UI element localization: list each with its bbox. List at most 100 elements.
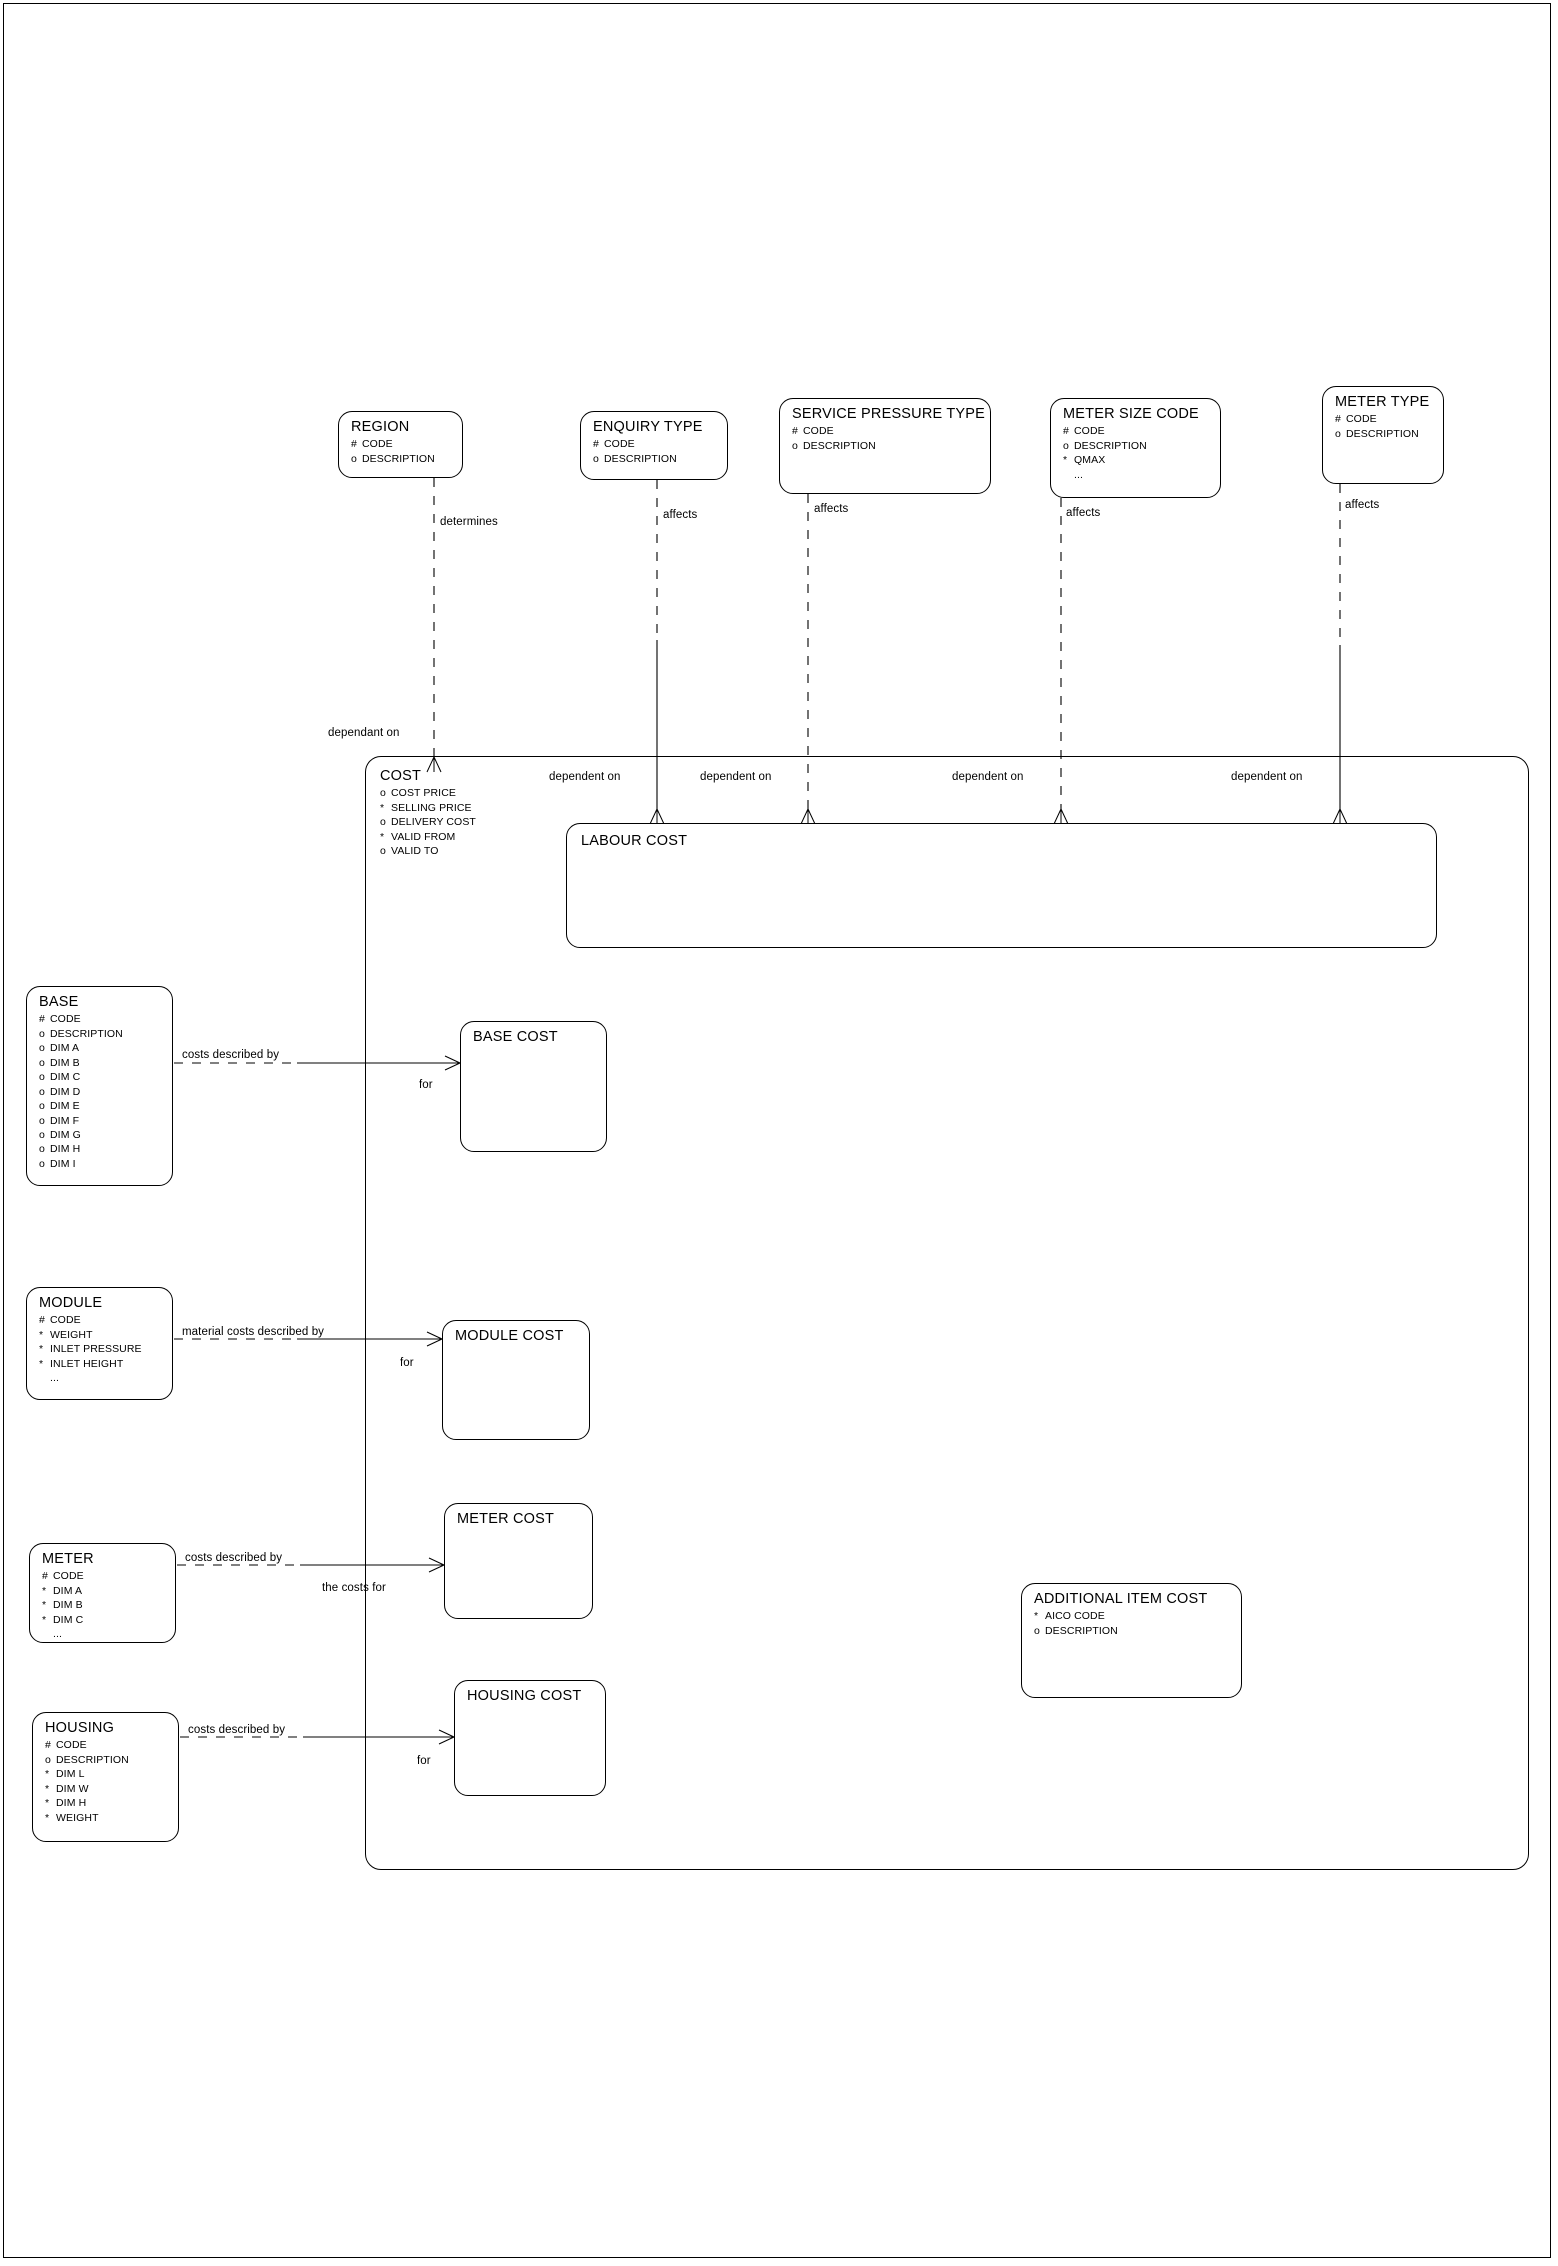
connector-module-module-cost xyxy=(174,1331,443,1347)
attribute-mark: * xyxy=(42,1584,47,1597)
rel-label-meter-costs-described-by: costs described by xyxy=(185,1552,283,1564)
rel-label-housing-for: for xyxy=(417,1755,431,1767)
entity-housing-cost[interactable]: HOUSING COST xyxy=(454,1680,606,1796)
entity-module[interactable]: MODULE #CODE *WEIGHT *INLET PRESSURE *IN… xyxy=(26,1287,173,1400)
attribute-row: *DIM L xyxy=(45,1767,168,1781)
attribute-row: #CODE xyxy=(39,1313,162,1327)
entity-name: METER xyxy=(42,1551,94,1567)
attribute-row: *DIM W xyxy=(45,1782,168,1796)
entity-labour-cost[interactable]: LABOUR COST xyxy=(566,823,1437,948)
rel-label-meter-size-code-affects: affects xyxy=(1066,507,1101,519)
attribute-label: DESCRIPTION xyxy=(1045,1624,1118,1637)
entity-name: HOUSING COST xyxy=(467,1688,582,1704)
attribute-row: ... xyxy=(42,1627,165,1641)
attribute-label: ... xyxy=(1074,468,1084,481)
attribute-label: CODE xyxy=(604,438,635,451)
entity-name: BASE COST xyxy=(473,1029,558,1045)
attribute-label: QMAX xyxy=(1074,454,1106,467)
attribute-mark: o xyxy=(351,452,357,465)
attribute-row: *WEIGHT xyxy=(45,1811,168,1825)
attribute-label: COST PRICE xyxy=(391,787,456,800)
attribute-label: DIM F xyxy=(50,1114,80,1127)
rel-label-enquiry-type-dependent-on: dependent on xyxy=(549,771,621,783)
attribute-mark: # xyxy=(39,1013,45,1026)
attribute-mark: # xyxy=(45,1739,51,1752)
attribute-label: DESCRIPTION xyxy=(803,439,876,452)
attribute-mark: # xyxy=(593,438,599,451)
attribute-mark: # xyxy=(1335,413,1341,426)
attribute-mark: o xyxy=(1335,427,1341,440)
attribute-mark: o xyxy=(39,1100,45,1113)
attribute-label: CODE xyxy=(50,1013,81,1026)
attribute-mark: * xyxy=(39,1328,44,1341)
entity-name: SERVICE PRESSURE TYPE xyxy=(792,406,986,422)
entity-base-cost[interactable]: BASE COST xyxy=(460,1021,607,1152)
attribute-row: *VALID FROM xyxy=(380,830,1528,844)
attribute-row: ... xyxy=(39,1371,162,1385)
attribute-label: INLET HEIGHT xyxy=(50,1357,124,1370)
attribute-label: SELLING PRICE xyxy=(391,801,472,814)
attribute-mark: * xyxy=(39,1343,44,1356)
attribute-mark: o xyxy=(39,1056,45,1069)
attribute-mark: * xyxy=(1034,1610,1039,1623)
attribute-mark: o xyxy=(39,1114,45,1127)
attribute-label: DIM H xyxy=(50,1143,81,1156)
entity-meter[interactable]: METER #CODE *DIM A *DIM B *DIM C ... xyxy=(29,1543,176,1643)
attribute-label: DIM W xyxy=(56,1782,89,1795)
attribute-label: DESCRIPTION xyxy=(56,1753,129,1766)
entity-module-cost[interactable]: MODULE COST xyxy=(442,1320,590,1440)
attribute-label: CODE xyxy=(1074,425,1105,438)
rel-label-service-pressure-type-affects: affects xyxy=(814,503,849,515)
attribute-label: ... xyxy=(53,1628,63,1641)
attribute-mark: * xyxy=(45,1811,50,1824)
rel-label-region-dependant-on: dependant on xyxy=(328,727,400,739)
attribute-row: *AICO CODE xyxy=(1034,1609,1231,1623)
entity-name: METER TYPE xyxy=(1335,394,1430,410)
attribute-mark: o xyxy=(39,1085,45,1098)
entity-meter-cost[interactable]: METER COST xyxy=(444,1503,593,1619)
attribute-label: INLET PRESSURE xyxy=(50,1343,142,1356)
attribute-list: #CODE *DIM A *DIM B *DIM C ... xyxy=(42,1569,165,1641)
attribute-label: DIM B xyxy=(53,1599,83,1612)
attribute-label: DIM I xyxy=(50,1157,76,1170)
attribute-mark: o xyxy=(380,845,386,858)
attribute-row: # CODE xyxy=(593,437,717,451)
attribute-row: o DIM F xyxy=(39,1114,162,1128)
attribute-mark: o xyxy=(39,1157,45,1170)
connector-meter-size-code-labour-cost xyxy=(1053,498,1069,825)
attribute-mark: * xyxy=(380,830,385,843)
attribute-label: DIM C xyxy=(50,1071,81,1084)
attribute-mark: * xyxy=(45,1768,50,1781)
entity-name: METER COST xyxy=(457,1511,555,1527)
attribute-label: ... xyxy=(50,1372,60,1385)
attribute-mark: o xyxy=(39,1143,45,1156)
attribute-mark: * xyxy=(42,1613,47,1626)
rel-label-base-costs-described-by: costs described by xyxy=(182,1049,280,1061)
rel-label-meter-the-costs-for: the costs for xyxy=(322,1582,386,1594)
attribute-row: *QMAX xyxy=(1063,453,1210,467)
attribute-label: DELIVERY COST xyxy=(391,816,476,829)
rel-label-meter-size-code-dependent-on: dependent on xyxy=(952,771,1024,783)
